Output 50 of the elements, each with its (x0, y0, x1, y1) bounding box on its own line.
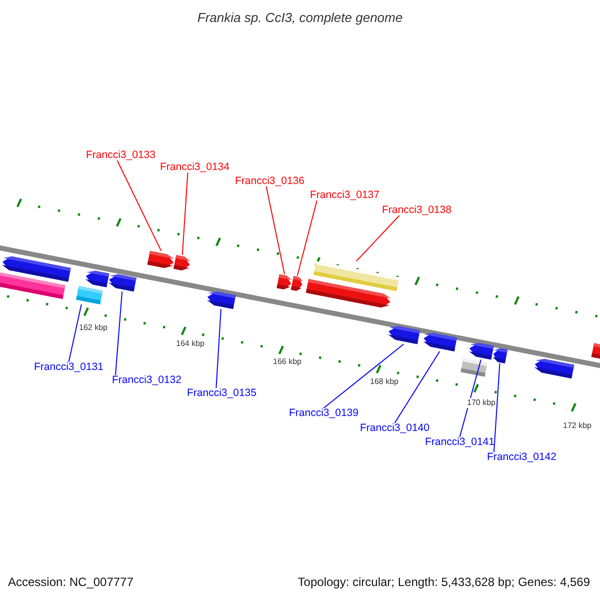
gene-feature (206, 292, 236, 310)
gene-label: Francci3_0137 (310, 190, 380, 200)
gene-label: Francci3_0141 (425, 437, 494, 448)
gene-feature (468, 342, 494, 360)
gene-label: Francci3_0133 (86, 150, 156, 160)
scale-label: 162 kbp (78, 323, 108, 333)
gene-feature (276, 274, 292, 290)
leader-line (68, 304, 82, 362)
gene-label: Francci3_0138 (382, 205, 452, 216)
gene-feature (591, 343, 600, 359)
leader-line (116, 160, 162, 252)
scale-label: 164 kbp (175, 339, 206, 349)
gene-label: Francci3_0132 (112, 375, 182, 386)
genome-summary: Topology: circular; Length: 5,433,628 bp; Genes: 4,569 (298, 576, 590, 588)
leader-line (493, 362, 500, 452)
leader-line (266, 186, 286, 275)
gene-feature (76, 286, 103, 304)
leader-line (114, 291, 123, 376)
gene-feature (534, 358, 574, 378)
gene-feature (2, 256, 71, 282)
gene-feature (388, 326, 420, 344)
scale-label: 168 kbp (369, 377, 400, 387)
gene-feature (314, 261, 400, 292)
scale-label: 172 kbp (562, 421, 592, 431)
gene-label: Francci3_0131 (34, 362, 104, 372)
gene-feature (108, 274, 136, 292)
gene-label: Francci3_0136 (235, 176, 304, 186)
accession-text: Accession: NC_007777 (8, 576, 134, 588)
gene-feature (174, 255, 191, 270)
gene-feature (423, 332, 457, 352)
scale-label: 166 kbp (272, 357, 302, 367)
leader-line (394, 350, 440, 424)
gene-feature (460, 358, 488, 377)
gene-feature (492, 348, 508, 364)
title: Frankia sp. CcI3, complete genome (196, 11, 404, 24)
leader-line (459, 359, 482, 438)
leader-line (356, 215, 400, 262)
gene-label: Francci3_0142 (487, 452, 556, 462)
gene-label: Francci3_0134 (160, 162, 230, 172)
gene-label: Francci3_0140 (360, 423, 430, 434)
scale-label: 170 kbp (466, 398, 496, 408)
gene-feature (85, 270, 110, 288)
gene-feature (290, 276, 303, 291)
leader-line (296, 200, 318, 277)
leader-line (182, 172, 188, 256)
leader-line (323, 344, 404, 408)
gene-label: Francci3_0135 (187, 388, 256, 398)
leader-line (216, 308, 222, 388)
gene-feature (147, 250, 174, 268)
gene-label: Francci3_0139 (289, 408, 358, 418)
